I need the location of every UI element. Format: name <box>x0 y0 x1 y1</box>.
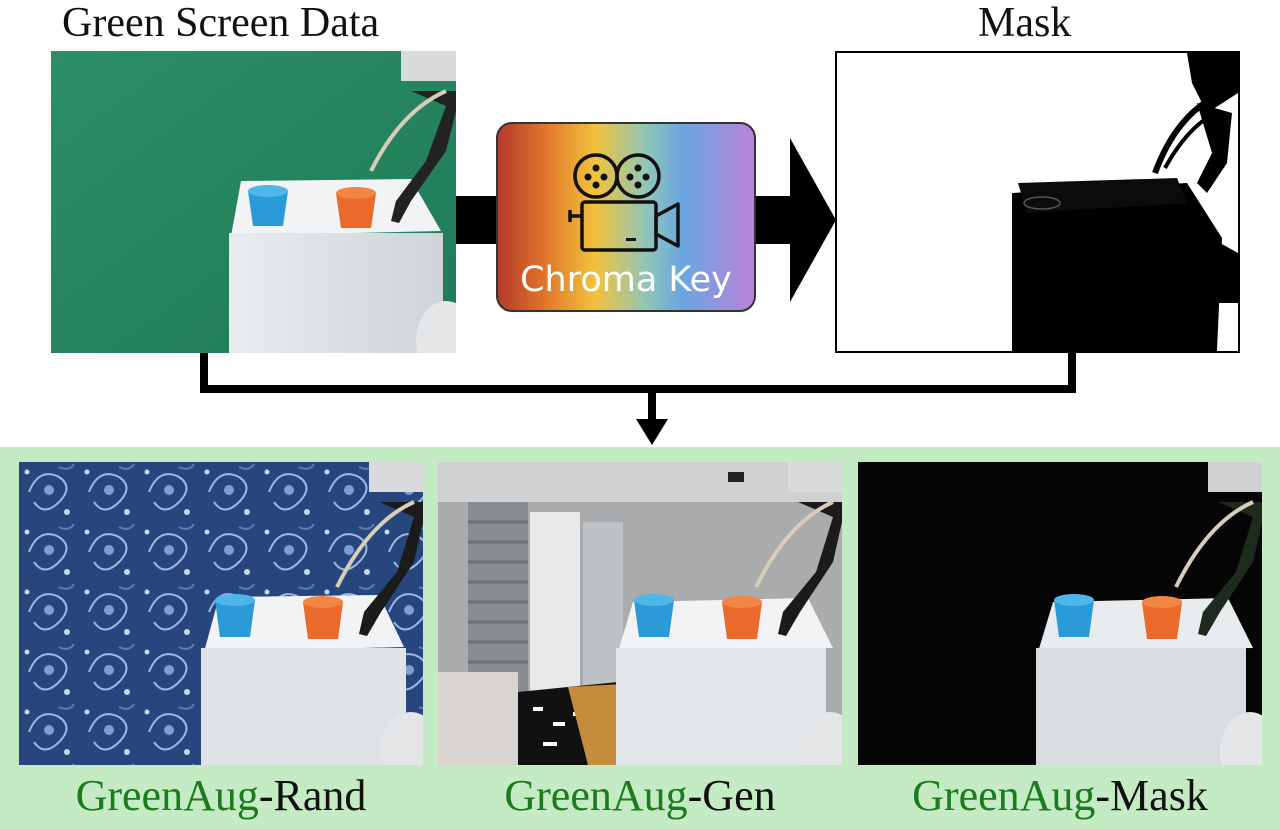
green-screen-image <box>51 51 456 353</box>
chroma-key-label: Chroma Key <box>520 260 732 300</box>
caption-accent: GreenAug <box>504 771 688 820</box>
mask-title: Mask <box>978 0 1072 46</box>
chroma-key-box: Chroma Key <box>496 122 756 312</box>
caption-greenaug-gen: GreenAug-Gen <box>438 774 842 818</box>
caption-suffix: -Rand <box>258 771 367 820</box>
caption-accent: GreenAug <box>75 771 259 820</box>
greenaug-gen-image <box>438 462 842 765</box>
caption-accent: GreenAug <box>912 771 1096 820</box>
caption-greenaug-mask: GreenAug-Mask <box>858 774 1262 818</box>
merge-connector <box>200 353 1076 445</box>
greenaug-mask-image <box>858 462 1262 765</box>
caption-suffix: -Gen <box>687 771 776 820</box>
caption-suffix: -Mask <box>1095 771 1208 820</box>
mask-image <box>835 51 1240 353</box>
caption-greenaug-rand: GreenAug-Rand <box>19 774 423 818</box>
greenaug-rand-image <box>19 462 423 765</box>
film-camera-icon <box>568 153 680 252</box>
green-screen-title: Green Screen Data <box>62 0 380 46</box>
